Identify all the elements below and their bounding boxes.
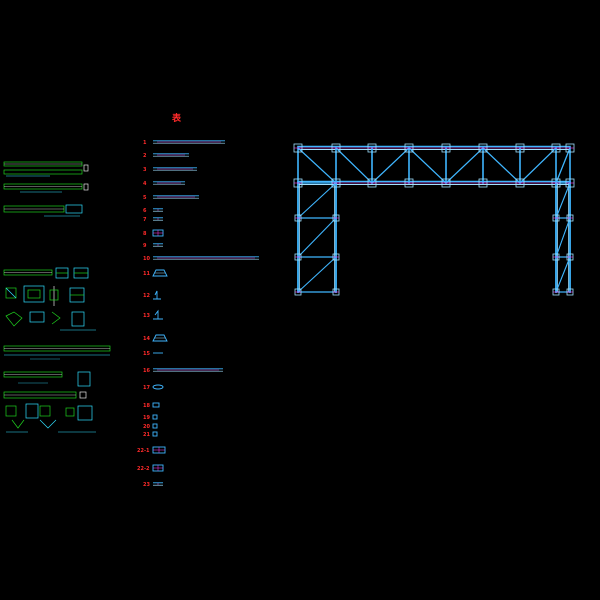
part-glyph	[153, 290, 161, 300]
truss-member	[297, 217, 337, 258]
parts-row: 22-1	[137, 446, 166, 454]
part-glyph	[152, 414, 158, 420]
detail-node-group	[3, 267, 96, 331]
detail-long-beam	[3, 345, 111, 360]
truss-member	[408, 147, 447, 184]
parts-row: 2	[143, 153, 189, 159]
truss-member	[555, 217, 571, 258]
truss-member	[297, 182, 337, 219]
part-number-label: 2	[143, 153, 147, 159]
truss-member	[555, 182, 571, 219]
part-number-label: 10	[143, 256, 150, 262]
parts-row: 4	[143, 181, 185, 187]
part-glyph	[152, 423, 158, 429]
part-number-label: 4	[143, 181, 147, 187]
parts-table: 表 12345678910111213141516171819202122-12…	[137, 112, 259, 488]
parts-rows: 12345678910111213141516171819202122-122-…	[137, 140, 259, 488]
parts-row: 1	[143, 140, 225, 146]
parts-row: 8	[143, 229, 164, 237]
parts-row: 21	[143, 431, 158, 438]
truss-member	[482, 147, 521, 184]
part-glyph	[152, 384, 164, 390]
part-number-label: 5	[143, 195, 147, 201]
detail-beam-group-1	[3, 161, 89, 217]
parts-row: 6	[143, 208, 163, 214]
detail-beam-group-2	[3, 371, 96, 433]
part-number-label: 17	[143, 385, 150, 391]
parts-row: 11	[143, 269, 168, 277]
part-number-label: 1	[143, 140, 147, 146]
part-glyph	[152, 334, 168, 342]
parts-row: 16	[143, 368, 223, 374]
part-number-label: 8	[143, 231, 147, 237]
part-number-label: 14	[143, 336, 150, 342]
parts-row: 9	[143, 243, 163, 249]
parts-row: 12	[143, 290, 161, 300]
part-number-label: 9	[143, 243, 147, 249]
parts-row: 14	[143, 334, 168, 342]
truss-member	[555, 147, 571, 184]
parts-row: 3	[143, 167, 197, 173]
part-number-label: 21	[143, 432, 150, 438]
parts-row: 18	[143, 402, 160, 409]
part-number-label: 11	[143, 271, 150, 277]
parts-row: 19	[143, 414, 158, 421]
truss-member	[445, 147, 484, 184]
truss-member	[297, 147, 337, 184]
part-number-label: 15	[143, 351, 150, 357]
truss-member	[371, 147, 410, 184]
part-number-label: 13	[143, 313, 150, 319]
part-number-label: 20	[143, 424, 150, 430]
parts-row: 22-2	[137, 464, 164, 472]
truss-member	[555, 256, 571, 293]
parts-row: 5	[143, 195, 199, 201]
part-number-label: 3	[143, 167, 147, 173]
parts-row: 13	[143, 309, 163, 320]
parts-table-title: 表	[171, 112, 182, 124]
parts-row: 7	[143, 217, 163, 223]
part-glyph	[152, 402, 160, 408]
parts-row: 10	[143, 256, 259, 262]
parts-row: 15	[143, 351, 163, 357]
part-number-label: 23	[143, 482, 150, 488]
part-glyph	[153, 309, 163, 320]
parts-row: 20	[143, 423, 158, 430]
part-number-label: 12	[143, 293, 150, 299]
truss-frame	[293, 143, 575, 296]
truss-member	[297, 256, 337, 293]
part-glyph	[152, 431, 158, 437]
part-number-label: 19	[143, 415, 150, 421]
part-number-label: 22-2	[137, 466, 150, 472]
part-number-label: 6	[143, 208, 147, 214]
left-detail-sheets	[3, 161, 111, 433]
part-number-label: 18	[143, 403, 150, 409]
parts-row: 23	[143, 482, 163, 488]
part-number-label: 22-1	[137, 448, 150, 454]
part-number-label: 16	[143, 368, 150, 374]
part-glyph	[152, 269, 168, 277]
truss-member	[519, 147, 557, 184]
part-number-label: 7	[143, 217, 147, 223]
parts-row: 17	[143, 384, 164, 391]
truss-member	[335, 147, 373, 184]
